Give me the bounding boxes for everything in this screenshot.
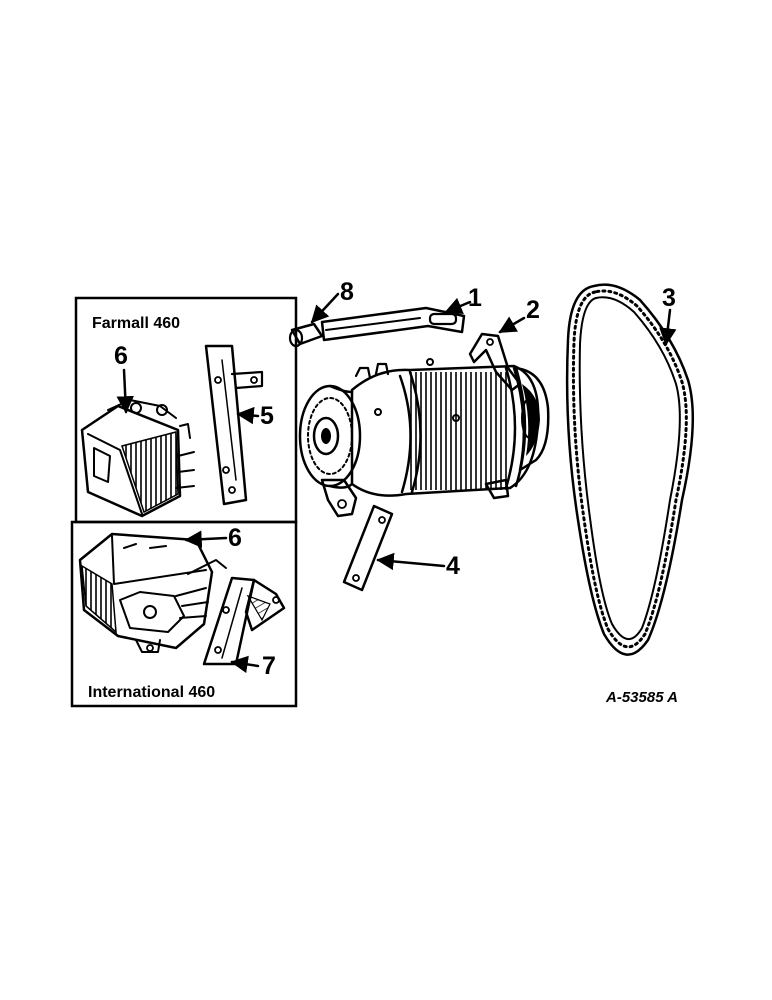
leader-8 <box>310 292 340 324</box>
callout-4: 4 <box>446 552 460 580</box>
international-inset: International 460 6 7 <box>70 520 298 708</box>
generator-housing-shading <box>410 372 510 490</box>
leader-1 <box>444 297 472 315</box>
brace-2 <box>468 332 522 392</box>
callout-1: 1 <box>468 284 482 312</box>
international-caption: International 460 <box>88 684 215 701</box>
brace-1 <box>320 306 466 342</box>
callout-6-farmall: 6 <box>114 342 128 370</box>
callout-6-international: 6 <box>228 524 242 552</box>
leader-5 <box>236 406 260 425</box>
callout-7: 7 <box>262 652 276 680</box>
leader-3 <box>659 308 677 346</box>
callout-8: 8 <box>340 278 354 306</box>
spacer-8 <box>288 322 324 348</box>
farmall-regulator <box>80 399 195 518</box>
plate-4 <box>342 504 394 592</box>
farmall-inset: Farmall 460 6 5 <box>74 296 298 524</box>
generator <box>298 358 550 518</box>
fan-belt-3 <box>565 283 695 656</box>
leader-2 <box>498 316 526 334</box>
leader-6-farmall <box>116 368 134 414</box>
leader-6-international <box>184 530 228 548</box>
international-regulator <box>78 532 227 653</box>
drawing-number: A-53585 A <box>605 689 678 706</box>
callout-5: 5 <box>260 402 274 430</box>
callout-2: 2 <box>526 296 540 324</box>
farmall-caption: Farmall 460 <box>92 315 180 332</box>
leader-4 <box>376 552 446 571</box>
bracket-5 <box>204 344 264 506</box>
callout-3: 3 <box>662 284 676 312</box>
leader-7 <box>230 655 260 674</box>
international-inset-frame <box>70 520 298 708</box>
